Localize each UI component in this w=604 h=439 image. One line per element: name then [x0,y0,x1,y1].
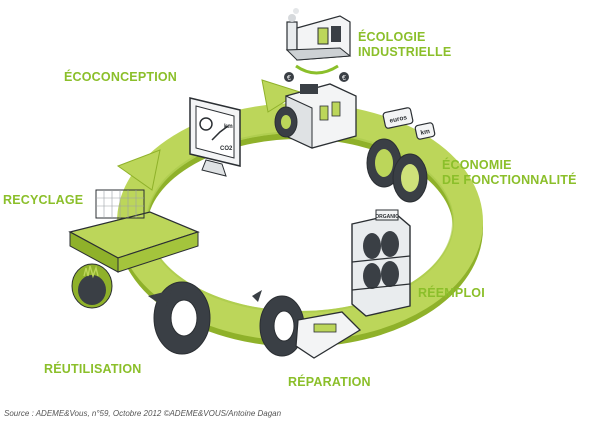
rack-tag-text: ORGANIC [375,214,399,220]
coin-right-text: € [342,75,346,82]
tire-rack-icon: ORGANIC [351,209,411,317]
ring-arrow-icon [261,79,302,113]
lime-tires-icon: euros km [366,107,436,203]
label-ecoconception: ÉCOCONCEPTION [64,70,178,84]
eco-factory-icon [274,83,357,149]
label-reutilisation: RÉUTILISATION [44,362,142,376]
label-economie-line1: ÉCONOMIE [442,158,512,172]
km-sign-text: km [420,128,431,137]
euros-sign-text: euros [389,114,408,125]
reuse-tire-icon [148,281,211,355]
label-ecologie-industrielle: ÉCOLOGIE INDUSTRIELLE [358,30,451,60]
label-recyclage: RECYCLAGE [3,193,84,207]
monitor-icon: km CO2 [189,97,241,177]
grass-field-icon [68,189,200,309]
monitor-co2-text: CO2 [220,146,233,152]
ring-arrow-icon [116,149,161,191]
source-caption: Source : ADEME&Vous, n°59, Octobre 2012 … [4,409,282,418]
factory-icon: € € [284,8,352,82]
label-economie-line2: DE FONCTIONNALITÉ [442,173,577,187]
repair-tire-icon [252,290,362,359]
label-reparation: RÉPARATION [288,375,371,389]
coin-left-text: € [287,75,291,82]
monitor-km-text: km [224,124,233,130]
label-reemploi: RÉEMPLOI [418,286,485,300]
label-ecologie-line2: INDUSTRIELLE [358,45,452,59]
label-economie-fonctionnalite: ÉCONOMIE DE FONCTIONNALITÉ [442,158,577,188]
label-ecologie-line1: ÉCOLOGIE [358,30,426,44]
